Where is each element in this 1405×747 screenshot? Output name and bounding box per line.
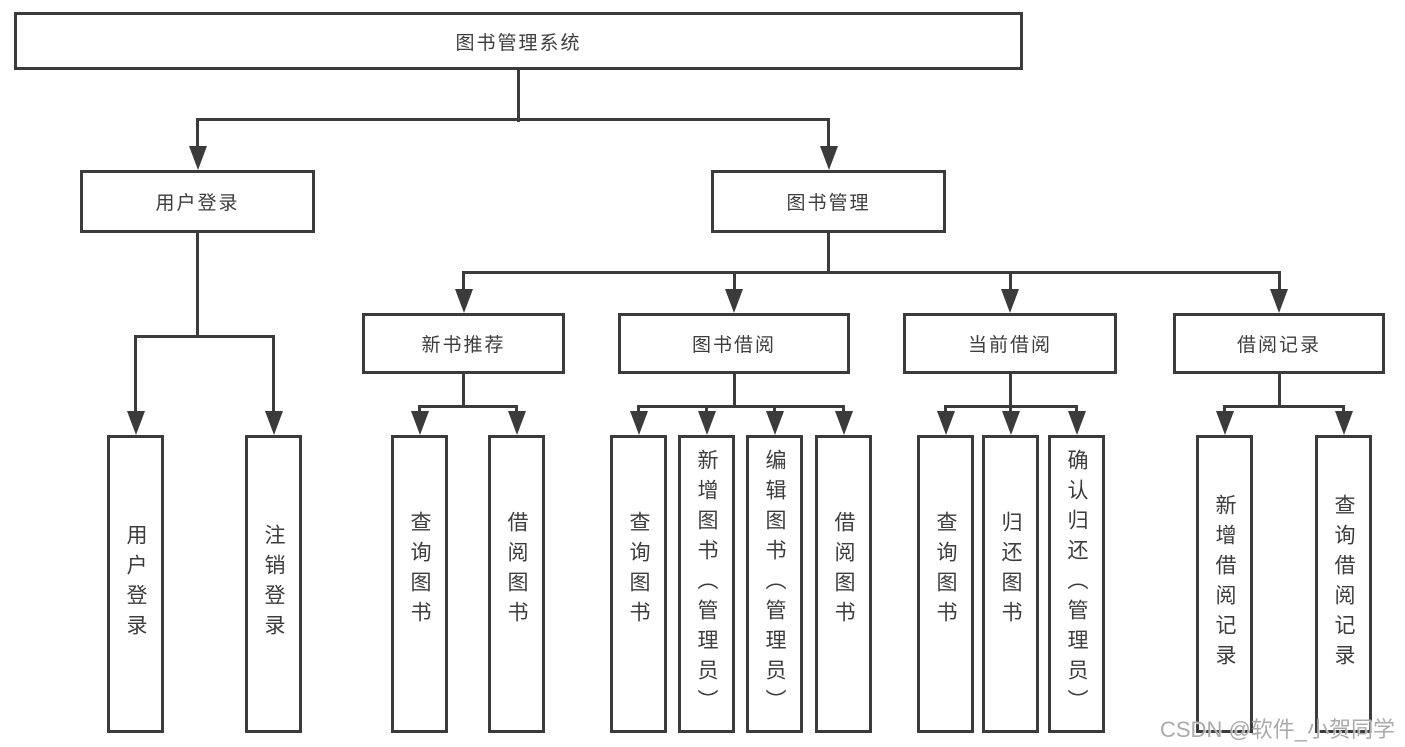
arrowhead-down-icon xyxy=(629,411,648,435)
connector-line-vertical xyxy=(1277,270,1281,293)
leaf-add-borrow-record: 新增借阅记录 xyxy=(1196,435,1253,733)
arrowhead-down-icon xyxy=(264,411,283,435)
node-new-book-recommend-label: 新书推荐 xyxy=(421,335,506,356)
leaf-current-query-books: 查询图书 xyxy=(917,435,974,733)
leaf-recommend-borrow-books: 借阅图书 xyxy=(488,435,545,733)
node-book-borrowing: 图书借阅 xyxy=(618,313,850,374)
leaf-query-borrow-record: 查询借阅记录 xyxy=(1315,435,1372,733)
connector-line-horizontal xyxy=(418,404,518,408)
node-user-login-branch: 用户登录 xyxy=(80,170,315,233)
leaf-logout: 注销登录 xyxy=(245,435,302,733)
connector-line-horizontal xyxy=(134,334,275,338)
leaf-recommend-query-books-label: 查询图书 xyxy=(408,511,431,631)
arrowhead-down-icon xyxy=(697,411,716,435)
leaf-user-login: 用户登录 xyxy=(107,435,164,733)
connector-line-vertical xyxy=(462,270,465,293)
node-book-management: 图书管理 xyxy=(711,170,946,233)
connector-line-vertical xyxy=(1009,404,1012,415)
leaf-return-books: 归还图书 xyxy=(982,435,1039,733)
leaf-edit-books-admin-label: 编辑图书（管理员） xyxy=(763,449,786,719)
connector-line-vertical xyxy=(418,404,421,415)
connector-line-vertical xyxy=(705,404,708,415)
connector-line-vertical xyxy=(462,374,465,408)
leaf-user-login-label: 用户登录 xyxy=(124,524,147,644)
leaf-recommend-query-books: 查询图书 xyxy=(391,435,448,733)
arrowhead-down-icon xyxy=(936,411,955,435)
node-book-management-label: 图书管理 xyxy=(786,193,871,214)
connector-line-vertical xyxy=(1277,374,1281,408)
connector-line-vertical xyxy=(1223,404,1226,415)
connector-line-horizontal xyxy=(462,270,1281,274)
leaf-query-borrow-record-label: 查询借阅记录 xyxy=(1332,494,1355,674)
arrowhead-down-icon xyxy=(1001,411,1020,435)
arrowhead-down-icon xyxy=(819,146,838,170)
arrowhead-down-icon xyxy=(834,411,853,435)
connector-line-vertical xyxy=(732,374,736,408)
connector-line-vertical xyxy=(944,404,947,415)
arrowhead-down-icon xyxy=(454,289,473,313)
node-root-label: 图书管理系统 xyxy=(455,32,582,54)
connector-line-vertical xyxy=(842,404,845,415)
arrowhead-down-icon xyxy=(765,411,784,435)
watermark: CSDN @软件_小贺同学 xyxy=(1160,717,1396,742)
leaf-confirm-return-admin: 确认归还（管理员） xyxy=(1048,435,1105,733)
connector-line-horizontal xyxy=(1223,404,1345,408)
arrowhead-down-icon xyxy=(188,146,207,170)
leaf-borrowing-borrow-books: 借阅图书 xyxy=(815,435,872,733)
node-current-borrowing-label: 当前借阅 xyxy=(967,335,1052,356)
leaf-current-query-books-label: 查询图书 xyxy=(934,511,957,631)
leaf-borrowing-query-books: 查询图书 xyxy=(610,435,667,733)
arrowhead-down-icon xyxy=(1334,411,1353,435)
connector-line-vertical xyxy=(827,233,830,274)
connector-line-vertical xyxy=(515,404,518,415)
leaf-return-books-label: 归还图书 xyxy=(999,511,1022,631)
arrowhead-down-icon xyxy=(1001,289,1019,313)
arrowhead-down-icon xyxy=(725,289,743,313)
node-borrow-records: 借阅记录 xyxy=(1173,313,1385,374)
connector-line-vertical xyxy=(637,404,640,415)
connector-line-vertical xyxy=(196,118,199,152)
arrowhead-down-icon xyxy=(507,411,526,435)
leaf-add-borrow-record-label: 新增借阅记录 xyxy=(1213,494,1236,674)
arrowhead-down-icon xyxy=(410,411,429,435)
connector-line-vertical xyxy=(134,334,137,415)
node-new-book-recommend: 新书推荐 xyxy=(362,313,565,374)
node-root-system: 图书管理系统 xyxy=(14,12,1023,70)
arrowhead-down-icon xyxy=(1067,411,1086,435)
connector-line-horizontal xyxy=(196,117,830,121)
connector-line-vertical xyxy=(517,70,520,122)
node-current-borrowing: 当前借阅 xyxy=(903,313,1117,374)
leaf-borrowing-borrow-books-label: 借阅图书 xyxy=(832,511,855,631)
arrowhead-down-icon xyxy=(126,411,145,435)
connector-line-horizontal xyxy=(637,404,845,408)
connector-line-vertical xyxy=(196,233,199,338)
node-user-login-branch-label: 用户登录 xyxy=(155,193,240,214)
leaf-logout-label: 注销登录 xyxy=(262,524,285,644)
leaf-edit-books-admin: 编辑图书（管理员） xyxy=(746,435,803,733)
connector-line-vertical xyxy=(773,404,776,415)
leaf-add-books-admin-label: 新增图书（管理员） xyxy=(695,449,718,719)
arrowhead-down-icon xyxy=(1270,289,1288,313)
connector-line-vertical xyxy=(827,118,830,152)
connector-line-vertical xyxy=(1008,374,1012,408)
connector-line-vertical xyxy=(732,270,736,293)
leaf-add-books-admin: 新增图书（管理员） xyxy=(678,435,735,733)
connector-line-vertical xyxy=(1008,270,1012,293)
connector-line-vertical xyxy=(1075,404,1078,415)
connector-line-vertical xyxy=(272,334,275,415)
leaf-recommend-borrow-books-label: 借阅图书 xyxy=(505,511,528,631)
arrowhead-down-icon xyxy=(1215,411,1234,435)
node-borrow-records-label: 借阅记录 xyxy=(1236,335,1321,356)
connector-line-vertical xyxy=(1342,404,1345,415)
leaf-confirm-return-admin-label: 确认归还（管理员） xyxy=(1065,449,1088,719)
leaf-borrowing-query-books-label: 查询图书 xyxy=(627,511,650,631)
node-book-borrowing-label: 图书借阅 xyxy=(691,335,776,356)
